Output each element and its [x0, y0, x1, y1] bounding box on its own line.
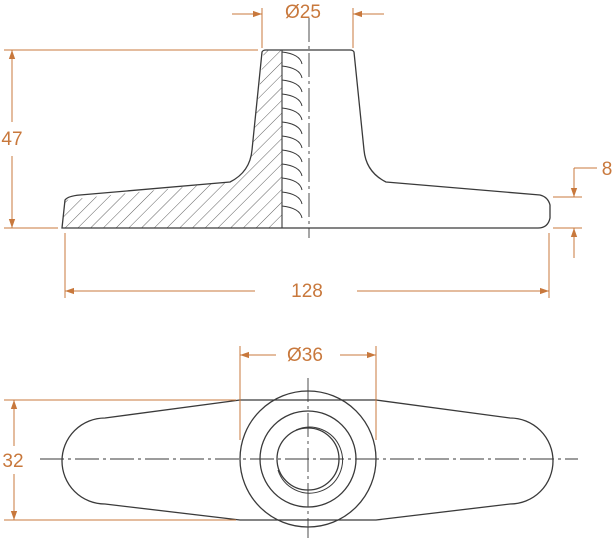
- hub-diameter-label: Ø36: [287, 345, 323, 366]
- flange-thickness-dimension: [553, 167, 597, 258]
- front-view: Ø25 47 8 128: [1, 2, 612, 302]
- overall-height-dimension: [4, 49, 258, 229]
- hub-diameter-dimension: [239, 346, 377, 440]
- width-label: 32: [2, 451, 23, 472]
- bore-diameter-label: Ø25: [285, 2, 321, 23]
- section-hatch: [62, 50, 282, 228]
- overall-length-label: 128: [291, 281, 323, 302]
- top-view: Ø36 32: [2, 345, 578, 538]
- width-dimension: [4, 399, 236, 521]
- flange-thickness-label: 8: [602, 159, 613, 180]
- overall-length-dimension: [64, 233, 550, 298]
- thread-profile: [281, 51, 303, 219]
- wing-outline: [61, 399, 554, 521]
- thread-arc: [277, 426, 343, 494]
- part-outline: [61, 49, 551, 229]
- bore-diameter-dimension: [232, 8, 384, 48]
- overall-height-label: 47: [1, 129, 22, 150]
